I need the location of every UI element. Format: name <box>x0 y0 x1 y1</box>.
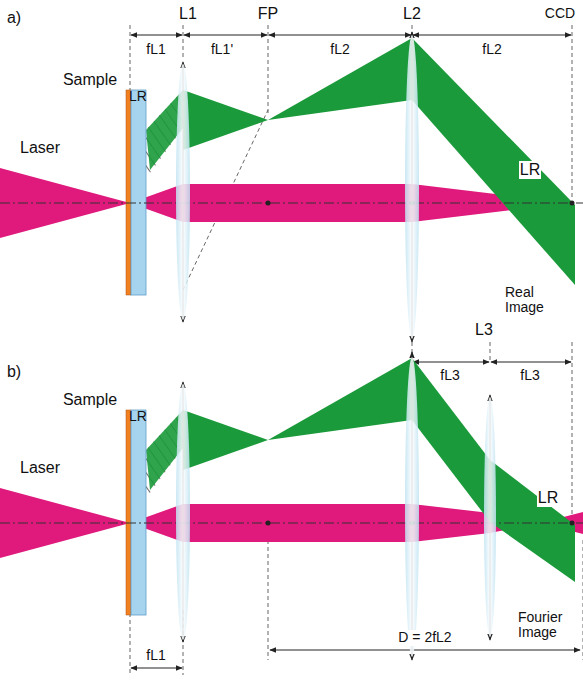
part-label: Sample <box>62 391 118 409</box>
dimension-label: fL3 <box>519 368 540 383</box>
dimension-label: fL1' <box>210 42 234 57</box>
part-label: Laser <box>19 139 61 157</box>
part-label: LR <box>537 489 559 507</box>
part-label: Real Image <box>504 285 566 316</box>
part-label: LR <box>519 161 541 179</box>
dimension-label: D = 2fL2 <box>397 630 452 645</box>
dimension-label: fL1 <box>145 42 166 57</box>
part-label: LR <box>128 409 148 424</box>
part-label: Fourier Image <box>517 610 579 641</box>
part-label: Laser <box>19 459 61 477</box>
lens-name: L1 <box>178 5 198 23</box>
plane-name: FP <box>257 5 279 23</box>
dimension-label: fL1 <box>145 648 166 663</box>
detector-name: CCD <box>544 6 576 21</box>
panel-letter: a) <box>6 9 22 27</box>
dimension-label: fL2 <box>481 42 502 57</box>
lens-name: L3 <box>474 321 494 339</box>
dimension-label: fL2 <box>329 42 350 57</box>
part-label: LR <box>128 89 148 104</box>
lens-name: L2 <box>402 5 422 23</box>
dimension-label: fL3 <box>439 368 460 383</box>
panel-letter: b) <box>6 363 22 381</box>
part-label: Sample <box>62 71 118 89</box>
